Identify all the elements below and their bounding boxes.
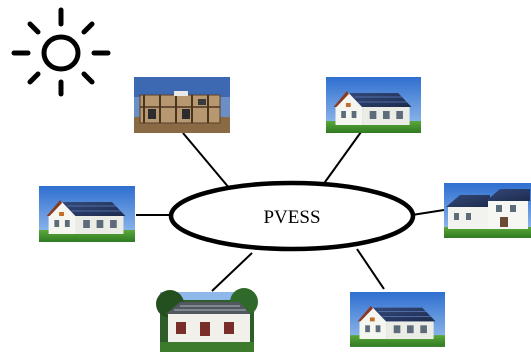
house-left <box>38 185 136 243</box>
house-right <box>444 183 531 238</box>
connector-top-right <box>319 131 362 190</box>
connector-lines <box>136 131 445 292</box>
house-bottom-left <box>156 288 258 352</box>
hub-ellipse <box>168 180 416 252</box>
connector-top-left <box>182 132 231 190</box>
hub-node: PVESS <box>168 180 416 252</box>
connector-bottom-right <box>356 248 385 290</box>
house-top-right <box>325 76 422 134</box>
house-under-construction <box>134 77 230 133</box>
connector-right <box>411 209 445 216</box>
house-bottom-right <box>349 291 446 348</box>
connector-bottom-left <box>211 252 253 292</box>
sun-icon <box>11 7 111 97</box>
hub-label: PVESS <box>263 207 320 228</box>
